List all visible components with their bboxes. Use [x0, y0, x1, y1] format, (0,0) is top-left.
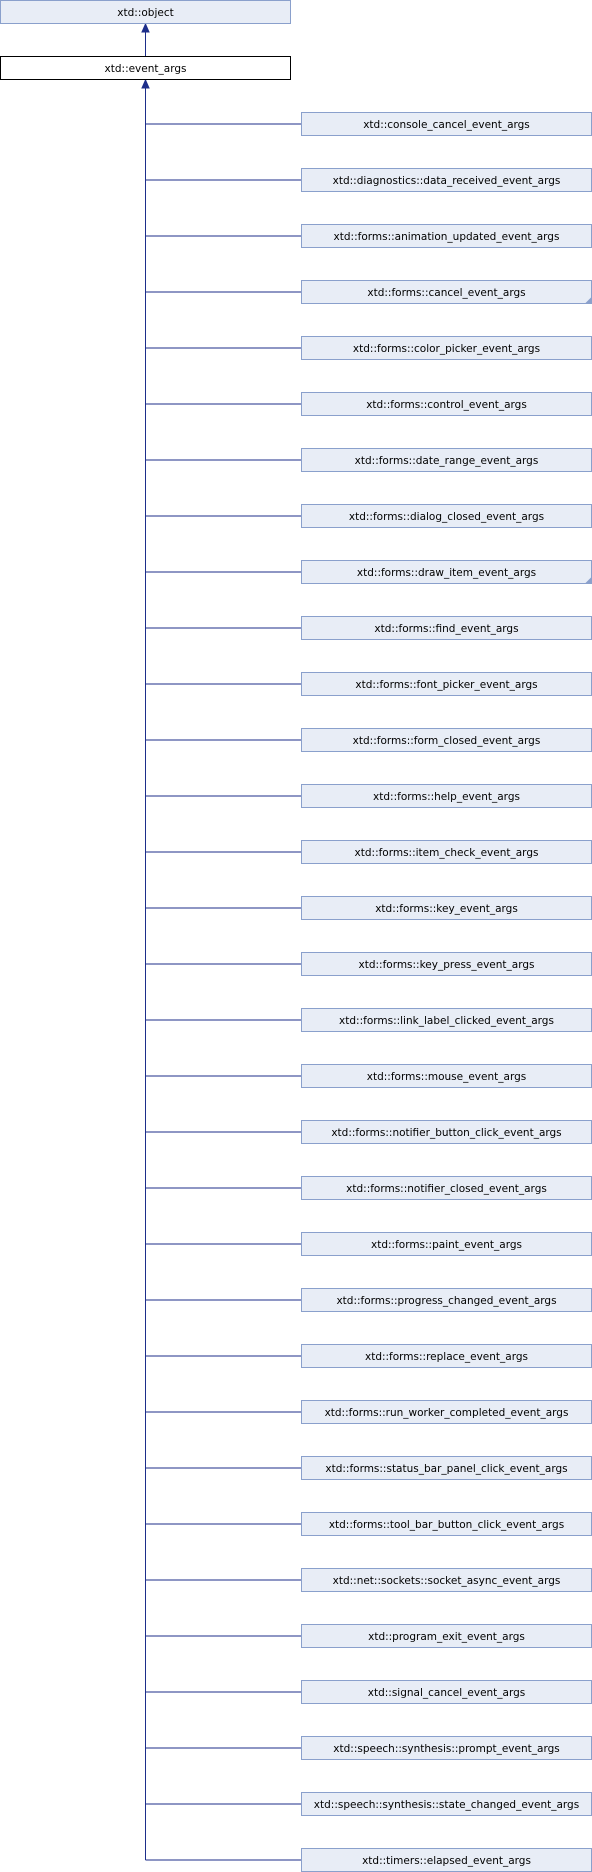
derived-class-label: xtd::forms::key_event_args: [375, 903, 518, 915]
derived-class-node[interactable]: xtd::speech::synthesis::prompt_event_arg…: [301, 1736, 592, 1760]
derived-class-label: xtd::speech::synthesis::state_changed_ev…: [314, 1799, 579, 1811]
derived-class-node[interactable]: xtd::forms::tool_bar_button_click_event_…: [301, 1512, 592, 1536]
derived-class-node[interactable]: xtd::forms::animation_updated_event_args: [301, 224, 592, 248]
derived-class-label: xtd::forms::notifier_closed_event_args: [346, 1183, 547, 1195]
derived-class-label: xtd::forms::mouse_event_args: [367, 1071, 526, 1083]
derived-class-label: xtd::forms::find_event_args: [374, 623, 518, 635]
derived-class-node[interactable]: xtd::forms::key_event_args: [301, 896, 592, 920]
derived-class-label: xtd::console_cancel_event_args: [363, 119, 530, 131]
derived-class-node[interactable]: xtd::forms::cancel_event_args: [301, 280, 592, 304]
inheritance-edges: [141, 22, 302, 1861]
derived-class-node[interactable]: xtd::forms::find_event_args: [301, 616, 592, 640]
derived-class-label: xtd::forms::tool_bar_button_click_event_…: [329, 1519, 564, 1531]
derived-class-node[interactable]: xtd::forms::draw_item_event_args: [301, 560, 592, 584]
derived-class-label: xtd::speech::synthesis::prompt_event_arg…: [333, 1743, 559, 1755]
derived-class-node[interactable]: xtd::forms::form_closed_event_args: [301, 728, 592, 752]
derived-class-label: xtd::net::sockets::socket_async_event_ar…: [333, 1575, 561, 1587]
derived-class-label: xtd::forms::run_worker_completed_event_a…: [325, 1407, 569, 1419]
derived-class-node[interactable]: xtd::timers::elapsed_event_args: [301, 1848, 592, 1872]
derived-class-node[interactable]: xtd::program_exit_event_args: [301, 1624, 592, 1648]
derived-class-node[interactable]: xtd::forms::progress_changed_event_args: [301, 1288, 592, 1312]
collapsed-marker-icon: [585, 297, 591, 303]
derived-class-node[interactable]: xtd::forms::font_picker_event_args: [301, 672, 592, 696]
inheritance-arrowhead: [141, 22, 150, 33]
derived-class-label: xtd::forms::color_picker_event_args: [353, 343, 540, 355]
derived-class-label: xtd::forms::paint_event_args: [371, 1239, 522, 1251]
current-class-label: xtd::event_args: [105, 63, 187, 75]
derived-class-node[interactable]: xtd::forms::status_bar_panel_click_event…: [301, 1456, 592, 1480]
derived-class-label: xtd::diagnostics::data_received_event_ar…: [333, 175, 561, 187]
derived-class-label: xtd::forms::control_event_args: [366, 399, 527, 411]
derived-class-nodes: xtd::console_cancel_event_argsxtd::diagn…: [301, 112, 592, 1872]
base-class-node[interactable]: xtd::object: [0, 0, 291, 24]
derived-class-label: xtd::signal_cancel_event_args: [368, 1687, 526, 1699]
derived-class-label: xtd::forms::key_press_event_args: [359, 959, 535, 971]
derived-class-label: xtd::forms::status_bar_panel_click_event…: [325, 1463, 567, 1475]
derived-class-node[interactable]: xtd::speech::synthesis::state_changed_ev…: [301, 1792, 592, 1816]
derived-class-node[interactable]: xtd::console_cancel_event_args: [301, 112, 592, 136]
derived-class-node[interactable]: xtd::forms::mouse_event_args: [301, 1064, 592, 1088]
collapsed-marker-icon: [585, 577, 591, 583]
derived-class-label: xtd::forms::help_event_args: [373, 791, 520, 803]
derived-class-label: xtd::program_exit_event_args: [368, 1631, 525, 1643]
derived-class-label: xtd::forms::item_check_event_args: [355, 847, 539, 859]
derived-class-node[interactable]: xtd::forms::notifier_button_click_event_…: [301, 1120, 592, 1144]
derived-class-node[interactable]: xtd::forms::dialog_closed_event_args: [301, 504, 592, 528]
derived-class-node[interactable]: xtd::diagnostics::data_received_event_ar…: [301, 168, 592, 192]
base-class-label: xtd::object: [117, 7, 173, 19]
derived-class-node[interactable]: xtd::forms::key_press_event_args: [301, 952, 592, 976]
derived-class-node[interactable]: xtd::forms::help_event_args: [301, 784, 592, 808]
derived-class-label: xtd::forms::draw_item_event_args: [357, 567, 536, 579]
derived-class-label: xtd::forms::font_picker_event_args: [355, 679, 537, 691]
derived-class-node[interactable]: xtd::forms::notifier_closed_event_args: [301, 1176, 592, 1200]
derived-class-label: xtd::forms::dialog_closed_event_args: [349, 511, 544, 523]
derived-class-node[interactable]: xtd::forms::item_check_event_args: [301, 840, 592, 864]
derived-class-label: xtd::forms::date_range_event_args: [355, 455, 539, 467]
derived-class-label: xtd::forms::link_label_clicked_event_arg…: [339, 1015, 554, 1027]
derived-class-node[interactable]: xtd::forms::run_worker_completed_event_a…: [301, 1400, 592, 1424]
derived-class-node[interactable]: xtd::forms::date_range_event_args: [301, 448, 592, 472]
derived-class-label: xtd::forms::animation_updated_event_args: [334, 231, 560, 243]
derived-class-node[interactable]: xtd::forms::control_event_args: [301, 392, 592, 416]
derived-class-node[interactable]: xtd::forms::color_picker_event_args: [301, 336, 592, 360]
derived-class-node[interactable]: xtd::forms::link_label_clicked_event_arg…: [301, 1008, 592, 1032]
current-class-node: xtd::event_args: [0, 56, 291, 80]
inheritance-arrowhead: [141, 78, 150, 89]
derived-class-label: xtd::forms::cancel_event_args: [367, 287, 525, 299]
derived-class-node[interactable]: xtd::forms::paint_event_args: [301, 1232, 592, 1256]
derived-class-node[interactable]: xtd::forms::replace_event_args: [301, 1344, 592, 1368]
derived-class-label: xtd::forms::replace_event_args: [365, 1351, 528, 1363]
derived-class-label: xtd::forms::progress_changed_event_args: [336, 1295, 556, 1307]
derived-class-node[interactable]: xtd::net::sockets::socket_async_event_ar…: [301, 1568, 592, 1592]
derived-class-label: xtd::forms::notifier_button_click_event_…: [331, 1127, 561, 1139]
derived-class-label: xtd::forms::form_closed_event_args: [353, 735, 541, 747]
derived-class-node[interactable]: xtd::signal_cancel_event_args: [301, 1680, 592, 1704]
derived-class-label: xtd::timers::elapsed_event_args: [362, 1855, 531, 1867]
